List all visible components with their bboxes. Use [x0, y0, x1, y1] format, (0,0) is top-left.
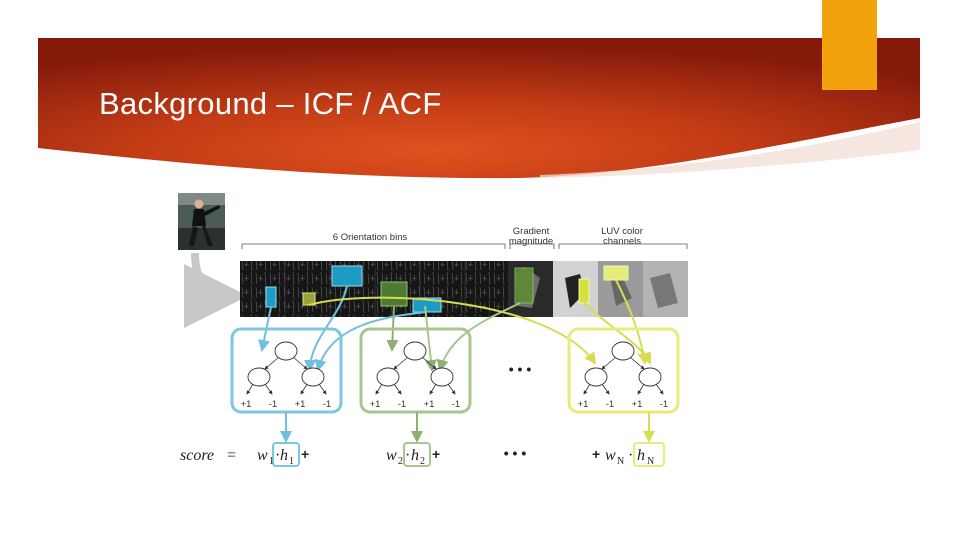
tree-leaf-label: +1 — [632, 399, 643, 410]
channel-strip — [240, 261, 688, 317]
tree-node — [584, 367, 608, 387]
score-formula: score = w 1 · h 1 + w 2 · h 2 + • • • + … — [180, 442, 665, 467]
tree-leaf-label: +1 — [424, 399, 435, 410]
tree-edge — [601, 356, 617, 370]
formula-w2: w — [386, 447, 397, 464]
tree-edge — [629, 356, 645, 370]
tree-edge — [246, 383, 254, 395]
tree-leaf-label: +1 — [241, 399, 252, 410]
tree-edge — [300, 383, 308, 395]
tree-edge — [318, 383, 327, 395]
formula-plusN: + — [592, 446, 600, 462]
formula-plus2: + — [432, 446, 440, 462]
formula-wN: w — [605, 447, 616, 464]
tree-edge — [655, 383, 664, 395]
tree-edge — [637, 383, 645, 395]
tree-edge — [393, 356, 409, 370]
tree-node — [274, 341, 298, 361]
tree-edge — [375, 383, 383, 395]
tree-node — [430, 367, 454, 387]
tree-edge — [447, 383, 456, 395]
tree-edge — [429, 383, 437, 395]
tree-node — [638, 367, 662, 387]
tree-edge — [601, 383, 610, 395]
header-gradient-line2: magnitude — [509, 236, 553, 247]
formula-equals: = — [227, 447, 236, 464]
header-orientation-bins: 6 Orientation bins — [333, 232, 408, 243]
tree-edge — [292, 356, 308, 370]
slide-title: Background – ICF / ACF — [99, 86, 442, 121]
formula-w1: w — [257, 447, 268, 464]
formula-dot2: · — [405, 447, 410, 464]
formula-dot1: · — [275, 447, 280, 464]
icf-acf-diagram: 6 Orientation bins Gradient magnitude LU… — [178, 193, 688, 467]
ellipsis-trees: • • • — [509, 361, 532, 377]
formula-lhs: score — [180, 447, 214, 464]
tree-node — [247, 367, 271, 387]
tree-leaf-label: +1 — [295, 399, 306, 410]
tree-leaf-label: -1 — [269, 399, 277, 410]
tree-node — [301, 367, 325, 387]
tree-edge — [583, 383, 591, 395]
tree-edge — [264, 383, 273, 395]
tree-node — [403, 341, 427, 361]
tree-node — [376, 367, 400, 387]
tree-edge — [393, 383, 402, 395]
header-gradient-line1: Gradient — [513, 226, 550, 237]
formula-hN-sub: N — [647, 456, 654, 467]
formula-h1-sub: 1 — [289, 456, 294, 467]
tree-leaf-label: -1 — [606, 399, 614, 410]
formula-w2-sub: 2 — [398, 456, 403, 467]
tree-leaf-label: -1 — [452, 399, 460, 410]
input-arrow — [183, 252, 248, 328]
tree-leaf-label: -1 — [660, 399, 668, 410]
person-photo — [178, 193, 225, 250]
header-luv-line1: LUV color — [601, 226, 643, 237]
tree-3 — [567, 327, 680, 414]
formula-hN: h — [637, 447, 645, 464]
tree-leaf-label: +1 — [578, 399, 589, 410]
tree-leaf-label: -1 — [398, 399, 406, 410]
formula-h2: h — [411, 447, 419, 464]
formula-h1: h — [280, 447, 288, 464]
tree-edge — [421, 356, 437, 370]
tree-node — [611, 341, 635, 361]
formula-dotN: · — [628, 447, 633, 464]
accent-bar — [822, 0, 877, 90]
header-luv-line2: channels — [603, 236, 641, 247]
tree-edge — [264, 356, 280, 370]
formula-plus1: + — [301, 446, 309, 462]
title-banner — [38, 38, 920, 179]
formula-h2-sub: 2 — [420, 456, 425, 467]
formula-wN-sub: N — [617, 456, 624, 467]
tree-leaf-label: -1 — [323, 399, 331, 410]
ellipsis-formula: • • • — [504, 445, 527, 461]
tree-2 — [359, 327, 472, 414]
formula-w1-sub: 1 — [269, 456, 274, 467]
tree-leaf-label: +1 — [370, 399, 381, 410]
